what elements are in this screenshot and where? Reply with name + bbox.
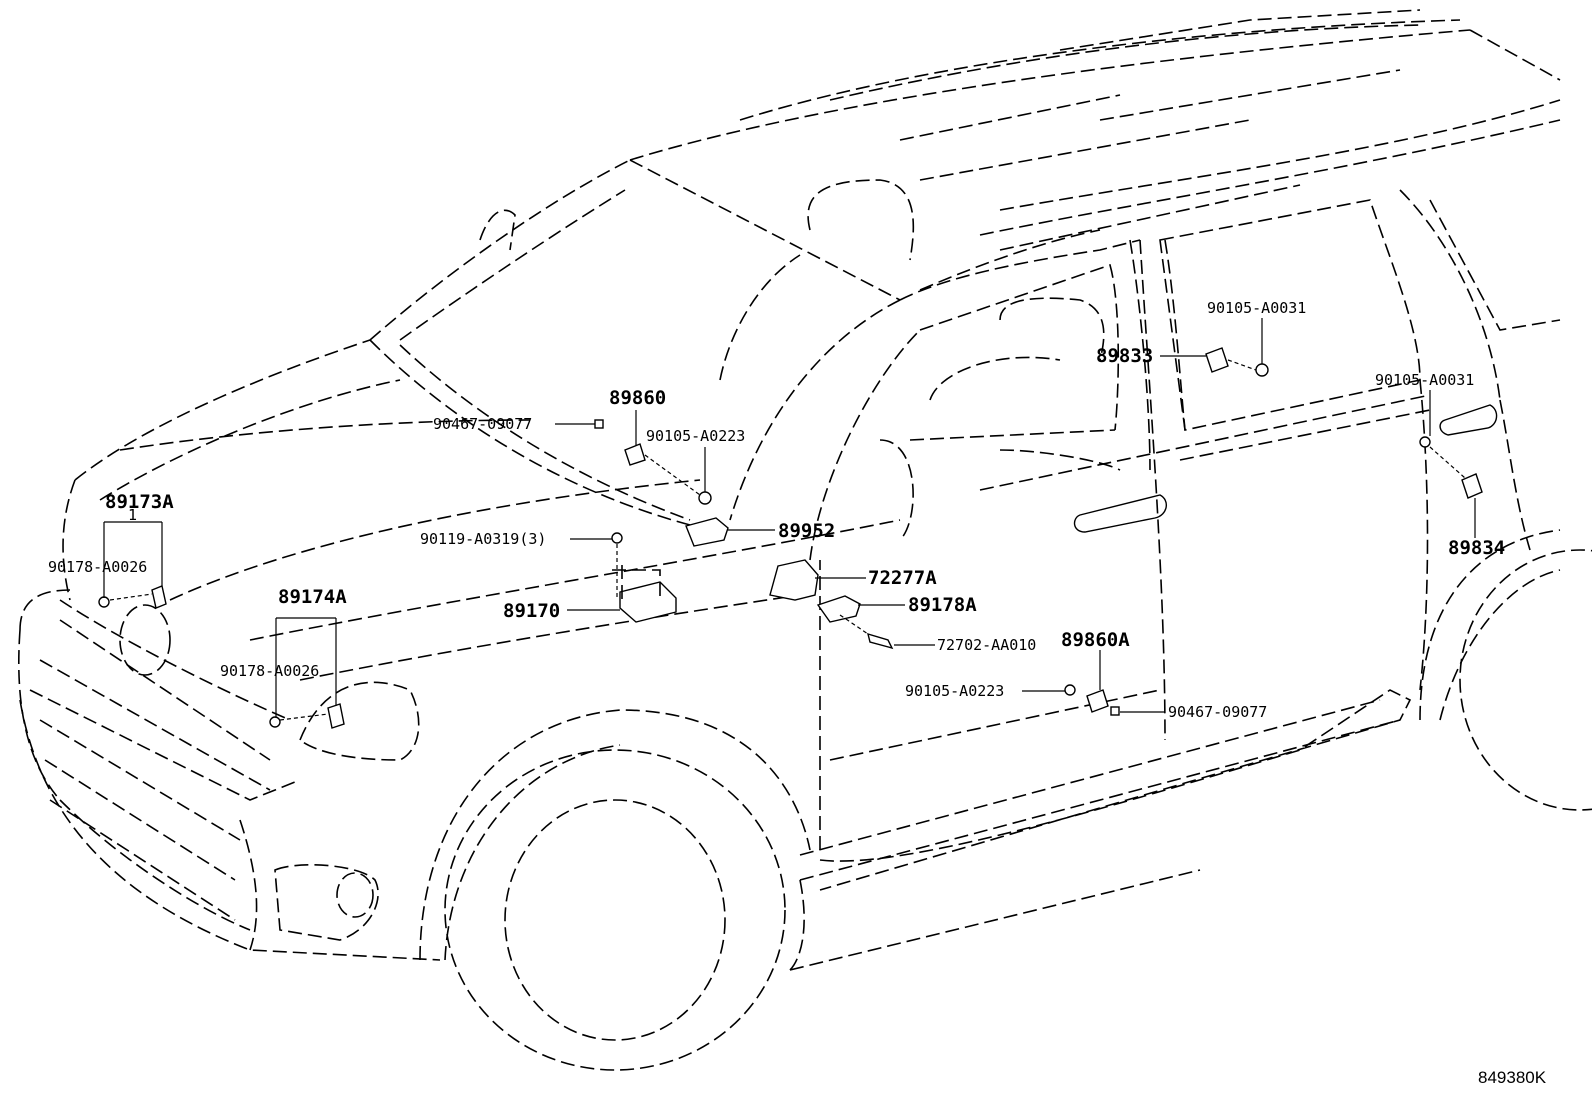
front-sensor-left-icon	[151, 585, 167, 609]
bracket-icon	[769, 559, 819, 601]
bolt-icon	[698, 491, 712, 505]
bolt-icon	[1255, 363, 1269, 377]
rear-quarter-sensor-icon	[1461, 473, 1483, 499]
callout-90119-A0319: 90119-A0319(3)	[420, 530, 546, 548]
callout-89174A: 89174A	[278, 586, 347, 608]
leader-tag: 1	[128, 506, 137, 524]
callout-89173A: 89173A	[105, 491, 174, 513]
nut-icon	[98, 596, 110, 608]
callout-72277A: 72277A	[868, 567, 937, 589]
side-sensor-icon	[1086, 689, 1109, 713]
callout-89170: 89170	[503, 600, 560, 622]
callout-89178A: 89178A	[908, 594, 977, 616]
parts	[98, 347, 1483, 729]
callout-90105-A0223-lower: 90105-A0223	[905, 682, 1004, 700]
callout-89833: 89833	[1096, 345, 1153, 367]
seat-sensor-icon	[816, 595, 861, 623]
airbag-sensor-icon	[685, 517, 729, 547]
callout-89834: 89834	[1448, 537, 1505, 559]
figure-reference: 849380K	[1478, 1068, 1547, 1087]
callout-72702-AA010: 72702-AA010	[937, 636, 1036, 654]
long-bolt-icon	[867, 632, 894, 650]
callout-89860: 89860	[609, 387, 666, 409]
rear-door-sensor-icon	[1205, 347, 1229, 373]
callouts: 89173A 1 90178-A0026 89174A 90178-A0026 …	[48, 299, 1505, 721]
vehicle-outline	[18, 9, 1592, 1071]
side-sensor-icon	[624, 443, 646, 466]
clip-icon	[594, 419, 604, 429]
callout-90178-A0026-right: 90178-A0026	[220, 662, 319, 680]
bolt-icon	[1419, 436, 1431, 448]
callout-90105-A0223-top: 90105-A0223	[646, 427, 745, 445]
clip-icon	[1110, 706, 1120, 716]
callout-90467-09077-top: 90467-09077	[433, 415, 532, 433]
nut-icon	[269, 716, 281, 728]
bolt-icon	[611, 532, 623, 544]
leader-lines	[103, 318, 1476, 721]
front-sensor-right-icon	[327, 703, 345, 729]
callout-90178-A0026-left: 90178-A0026	[48, 558, 147, 576]
bolt-icon	[1064, 684, 1076, 696]
callout-89860A: 89860A	[1061, 629, 1130, 651]
callout-90105-A0031-right: 90105-A0031	[1375, 371, 1474, 389]
callout-89952: 89952	[778, 520, 835, 542]
callout-90467-09077-lower: 90467-09077	[1168, 703, 1267, 721]
callout-90105-A0031-top: 90105-A0031	[1207, 299, 1306, 317]
